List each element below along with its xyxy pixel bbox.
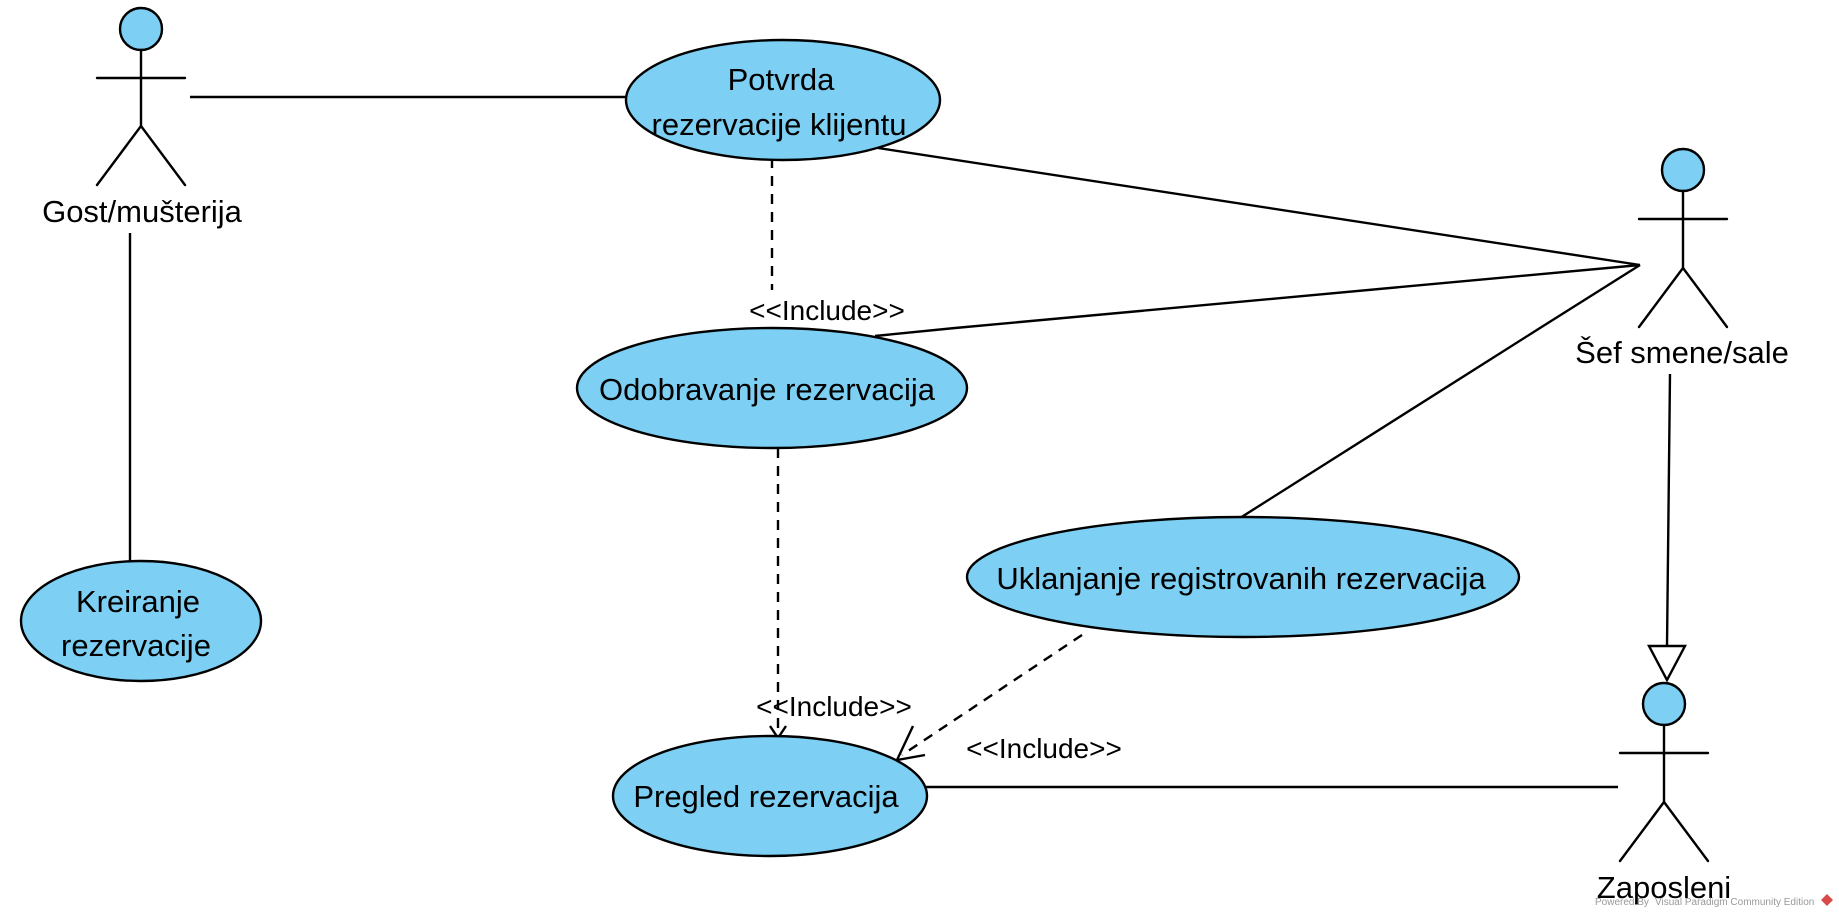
use-case-create-line1: Kreiranje (76, 584, 200, 619)
include-dep-remove-review (901, 634, 1083, 756)
use-case-create-line2: rezervacije (61, 628, 211, 663)
generalization-arrowhead (1647, 644, 1687, 683)
use-case-create[interactable]: Kreiranje rezervacije (19, 559, 263, 683)
actor-shift-manager-label: Šef smene/sale (1575, 335, 1789, 370)
include-label-3: <<Include>> (966, 733, 1122, 764)
assoc-manager-remove (1239, 263, 1641, 520)
actor-employee[interactable]: Zaposleni (1597, 681, 1731, 905)
use-case-remove-label: Uklanjanje registrovanih rezervacija (996, 561, 1486, 596)
use-case-remove[interactable]: Uklanjanje registrovanih rezervacija (965, 515, 1521, 639)
generalization-line (1665, 373, 1672, 647)
actor-employee-label: Zaposleni (1597, 870, 1731, 905)
assoc-manager-approve (874, 263, 1641, 338)
include-label-2: <<Include>> (756, 691, 912, 722)
use-case-confirm[interactable]: Potvrda rezervacije klijentu (624, 38, 942, 162)
actor-shift-manager[interactable]: Šef smene/sale (1575, 147, 1789, 370)
footer-powered-by: Powered By (1595, 897, 1649, 908)
assoc-manager-confirm (877, 146, 1641, 267)
use-case-approve[interactable]: Odobravanje rezervacija (575, 326, 969, 450)
footer-product: Visual Paradigm Community Edition (1655, 897, 1814, 908)
include-arrowhead-review-right (894, 725, 926, 762)
use-case-confirm-line2: rezervacije klijentu (652, 107, 907, 142)
actor-guest-label: Gost/mušterija (42, 194, 243, 229)
actor-guest[interactable]: Gost/mušterija (42, 6, 243, 229)
include-label-1: <<Include>> (749, 295, 905, 326)
use-case-review[interactable]: Pregled rezervacija (611, 734, 929, 858)
use-case-review-label: Pregled rezervacija (633, 779, 899, 814)
use-case-approve-label: Odobravanje rezervacija (599, 372, 936, 407)
vp-logo-icon (1821, 894, 1833, 906)
use-case-confirm-line1: Potvrda (728, 62, 836, 97)
